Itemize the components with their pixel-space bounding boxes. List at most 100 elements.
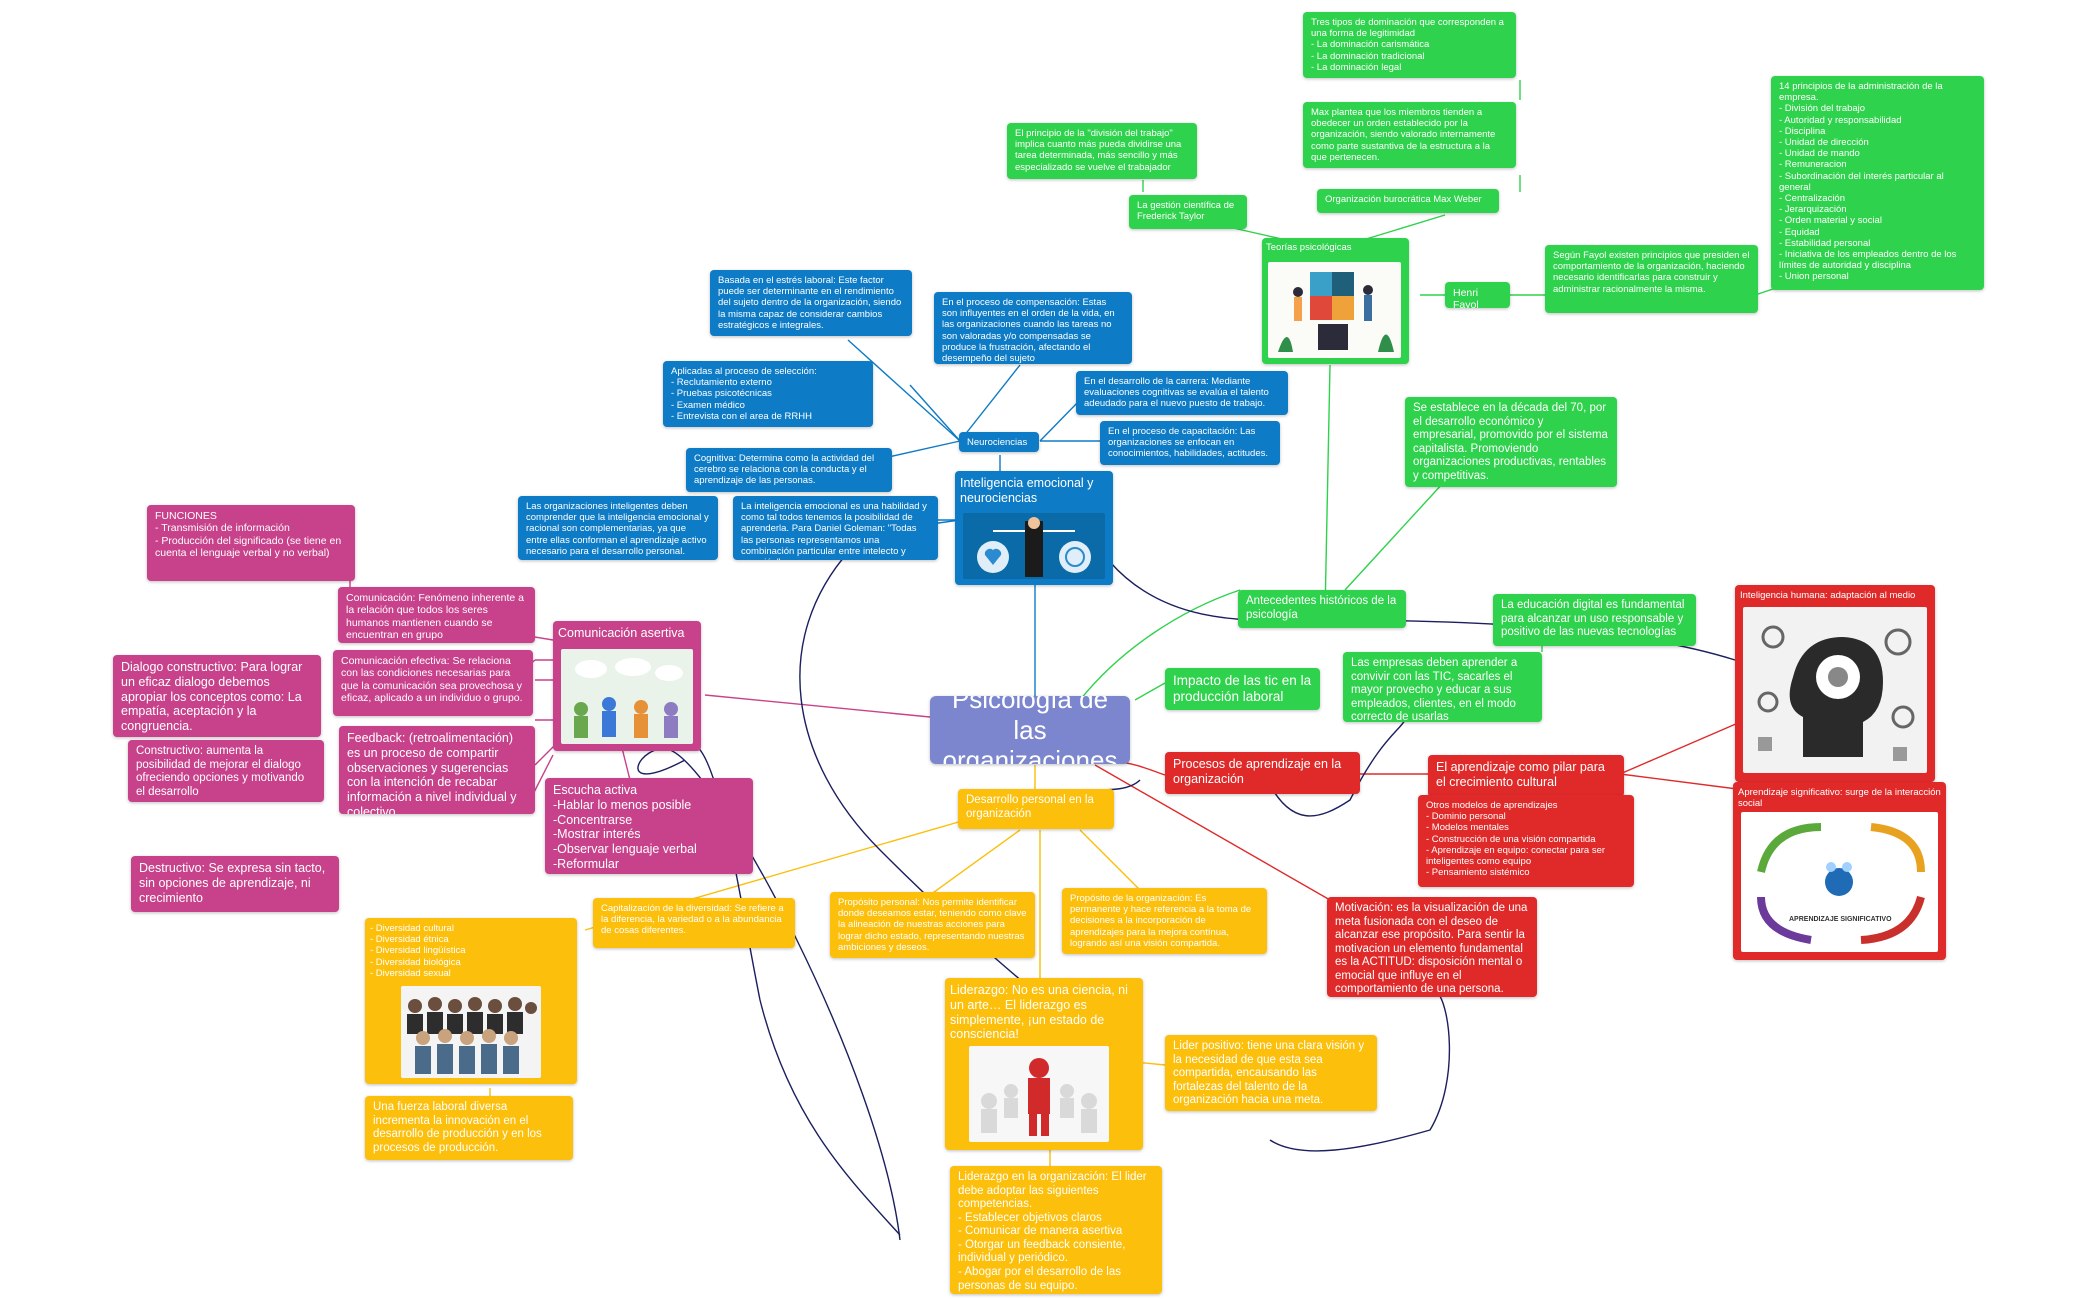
node-segun-fayol-text: Según Fayol existen principios que presi…	[1553, 250, 1750, 295]
node-henri-fayol[interactable]: Henri Fayol	[1445, 282, 1510, 308]
node-constructivo[interactable]: Constructivo: aumenta la posibilidad de …	[128, 740, 324, 802]
node-comunicacion-efectiva[interactable]: Comunicación efectiva: Se relaciona con …	[333, 650, 533, 716]
node-feedback[interactable]: Feedback: (retroalimentación) es un proc…	[339, 726, 535, 814]
node-aprendizaje-significativo-text: Aprendizaje significativo: surge de la i…	[1738, 787, 1941, 810]
node-antecedentes-text: Antecedentes históricos de la psicología	[1246, 595, 1397, 621]
people-talking-illustration	[561, 649, 693, 744]
node-division-trabajo[interactable]: El principio de la "división del trabajo…	[1007, 123, 1197, 179]
node-comunicacion[interactable]: Comunicación: Fenómeno inherente a la re…	[338, 587, 535, 643]
node-lider-positivo-text: Lider positivo: tiene una clara visión y…	[1173, 1040, 1365, 1107]
node-inteligencia-humana[interactable]: Inteligencia humana: adaptación al medio	[1735, 585, 1935, 782]
node-weber-text: Organización burocrática Max Weber	[1325, 194, 1482, 205]
puzzle-people-illustration	[1268, 262, 1401, 358]
node-educacion-digital-text: La educación digital es fundamental para…	[1501, 599, 1685, 639]
node-neurociencias[interactable]: Neurociencias	[959, 432, 1039, 452]
node-desarrollo-carrera[interactable]: En el desarrollo de la carrera: Mediante…	[1076, 371, 1288, 415]
node-desarrollo-personal[interactable]: Desarrollo personal en la organización	[958, 789, 1114, 829]
node-aprendizaje-pilar[interactable]: El aprendizaje como pilar para el crecim…	[1428, 755, 1624, 797]
node-henri-fayol-text: Henri Fayol	[1453, 287, 1479, 308]
aprendizaje-significativo-diagram: APRENDIZAJE SIGNIFICATIVO	[1741, 812, 1938, 952]
aprendizaje-significativo-caption: APRENDIZAJE SIGNIFICATIVO	[1789, 916, 1892, 923]
node-comunicacion-text: Comunicación: Fenómeno inherente a la re…	[346, 592, 525, 642]
node-motivacion-text: Motivación: es la visualización de una m…	[1335, 902, 1528, 996]
node-inteligencia-emocional[interactable]: Inteligencia emocional y neurociencias	[955, 471, 1113, 585]
node-impacto-tic[interactable]: Impacto de las tic en la producción labo…	[1165, 668, 1320, 710]
central-topic[interactable]: Psicología de las organizaciones	[930, 696, 1130, 764]
node-proposito-personal-text: Propósito personal: Nos permite identifi…	[838, 897, 1027, 953]
node-feedback-text: Feedback: (retroalimentación) es un proc…	[347, 731, 517, 814]
node-estres-laboral-text: Basada en el estrés laboral: Este factor…	[718, 275, 902, 331]
node-inteligencia-humana-text: Inteligencia humana: adaptación al medio	[1740, 590, 1916, 601]
node-capacitacion[interactable]: En el proceso de capacitación: Las organ…	[1100, 421, 1280, 465]
node-estres-laboral[interactable]: Basada en el estrés laboral: Este factor…	[710, 270, 912, 336]
diverse-crowd-photo	[401, 986, 541, 1078]
node-fuerza-laboral-text: Una fuerza laboral diversa incrementa la…	[373, 1101, 542, 1154]
node-compensacion[interactable]: En el proceso de compensación: Estas son…	[934, 292, 1132, 364]
node-teorias-psicologicas[interactable]: Teorías psicológicas	[1262, 238, 1409, 364]
node-seleccion[interactable]: Aplicadas al proceso de selección: - Rec…	[663, 361, 873, 427]
node-decada-70-text: Se establece en la década del 70, por el…	[1413, 402, 1608, 482]
node-funciones[interactable]: FUNCIONES - Transmisión de información -…	[147, 505, 355, 581]
node-procesos-aprendizaje[interactable]: Procesos de aprendizaje en la organizaci…	[1165, 752, 1360, 794]
node-dialogo-constructivo[interactable]: Dialogo constructivo: Para lograr un efi…	[113, 655, 321, 737]
node-diversidad[interactable]: - Diversidad cultural - Diversidad étnic…	[365, 918, 577, 1084]
node-diversidad-text: - Diversidad cultural - Diversidad étnic…	[370, 923, 466, 979]
node-goleman-text: La inteligencia emocional es una habilid…	[741, 501, 927, 560]
node-aprendizaje-significativo[interactable]: Aprendizaje significativo: surge de la i…	[1733, 782, 1946, 960]
node-antecedentes[interactable]: Antecedentes históricos de la psicología	[1238, 590, 1406, 628]
node-proposito-organizacion-text: Propósito de la organización: Es permane…	[1070, 893, 1252, 949]
node-otros-modelos[interactable]: Otros modelos de aprendizajes - Dominio …	[1418, 795, 1634, 887]
node-weber[interactable]: Organización burocrática Max Weber	[1317, 189, 1499, 213]
node-aprendizaje-pilar-text: El aprendizaje como pilar para el crecim…	[1436, 760, 1605, 789]
node-destructivo-text: Destructivo: Se expresa sin tacto, sin o…	[139, 861, 326, 905]
node-proposito-personal[interactable]: Propósito personal: Nos permite identifi…	[830, 892, 1035, 958]
node-comunicacion-asertiva-text: Comunicación asertiva	[558, 626, 685, 640]
node-teorias-text: Teorías psicológicas	[1266, 242, 1352, 253]
node-cognitiva-text: Cognitiva: Determina como la actividad d…	[694, 453, 875, 487]
node-goleman[interactable]: La inteligencia emocional es una habilid…	[733, 496, 938, 560]
node-segun-fayol[interactable]: Según Fayol existen principios que presi…	[1545, 245, 1758, 313]
node-14-principios[interactable]: 14 principios de la administración de la…	[1771, 76, 1984, 290]
head-gears-illustration	[1743, 607, 1927, 773]
node-liderazgo[interactable]: Liderazgo: No es una ciencia, ni un arte…	[945, 978, 1143, 1150]
node-decada-70[interactable]: Se establece en la década del 70, por el…	[1405, 397, 1617, 487]
node-empresas-tic[interactable]: Las empresas deben aprender a convivir c…	[1343, 652, 1542, 722]
node-taylor[interactable]: La gestión científica de Frederick Taylo…	[1129, 195, 1247, 229]
node-lider-positivo[interactable]: Lider positivo: tiene una clara visión y…	[1165, 1035, 1377, 1111]
node-constructivo-text: Constructivo: aumenta la posibilidad de …	[136, 745, 305, 798]
node-taylor-text: La gestión científica de Frederick Taylo…	[1137, 200, 1235, 223]
node-proposito-organizacion[interactable]: Propósito de la organización: Es permane…	[1062, 888, 1267, 954]
heart-brain-balance-illustration	[963, 513, 1105, 579]
node-max-plantea[interactable]: Max plantea que los miembros tienden a o…	[1303, 102, 1516, 168]
node-neurociencias-text: Neurociencias	[967, 437, 1028, 448]
node-liderazgo-organizacion[interactable]: Liderazgo en la organización: El lider d…	[950, 1166, 1162, 1294]
node-otros-modelos-text: Otros modelos de aprendizajes - Dominio …	[1426, 800, 1606, 879]
node-desarrollo-carrera-text: En el desarrollo de la carrera: Mediante…	[1084, 376, 1269, 410]
node-14-principios-text: 14 principios de la administración de la…	[1779, 81, 1957, 283]
node-dominacion-text: Tres tipos de dominación que corresponde…	[1311, 17, 1504, 73]
node-motivacion[interactable]: Motivación: es la visualización de una m…	[1327, 897, 1537, 997]
node-destructivo[interactable]: Destructivo: Se expresa sin tacto, sin o…	[131, 856, 339, 912]
node-seleccion-text: Aplicadas al proceso de selección: - Rec…	[671, 366, 817, 422]
node-empresas-tic-text: Las empresas deben aprender a convivir c…	[1351, 657, 1518, 722]
node-desarrollo-personal-text: Desarrollo personal en la organización	[966, 794, 1094, 820]
node-liderazgo-organizacion-text: Liderazgo en la organización: El lider d…	[958, 1171, 1147, 1292]
node-procesos-aprendizaje-text: Procesos de aprendizaje en la organizaci…	[1173, 757, 1342, 786]
node-max-plantea-text: Max plantea que los miembros tienden a o…	[1311, 107, 1496, 163]
node-comunicacion-asertiva[interactable]: Comunicación asertiva	[553, 621, 701, 751]
node-capitalizacion[interactable]: Capitalización de la diversidad: Se refi…	[593, 898, 795, 948]
node-dominacion[interactable]: Tres tipos de dominación que corresponde…	[1303, 12, 1516, 78]
node-impacto-tic-text: Impacto de las tic en la producción labo…	[1173, 673, 1312, 704]
node-funciones-text: FUNCIONES - Transmisión de información -…	[155, 510, 342, 560]
node-escucha-activa[interactable]: Escucha activa -Hablar lo menos posible …	[545, 778, 753, 874]
node-cognitiva[interactable]: Cognitiva: Determina como la actividad d…	[686, 448, 892, 492]
node-inteligencia-emocional-text: Inteligencia emocional y neurociencias	[960, 476, 1094, 505]
node-dialogo-constructivo-text: Dialogo constructivo: Para lograr un efi…	[121, 660, 303, 733]
central-topic-label: Psicología de las organizaciones	[942, 696, 1118, 764]
node-escucha-activa-text: Escucha activa -Hablar lo menos posible …	[553, 783, 697, 871]
node-educacion-digital[interactable]: La educación digital es fundamental para…	[1493, 594, 1696, 646]
leader-red-figure-illustration	[969, 1046, 1109, 1142]
node-compensacion-text: En el proceso de compensación: Estas son…	[942, 297, 1115, 364]
node-organizaciones-inteligentes[interactable]: Las organizaciones inteligentes deben co…	[518, 496, 718, 560]
node-fuerza-laboral[interactable]: Una fuerza laboral diversa incrementa la…	[365, 1096, 573, 1160]
